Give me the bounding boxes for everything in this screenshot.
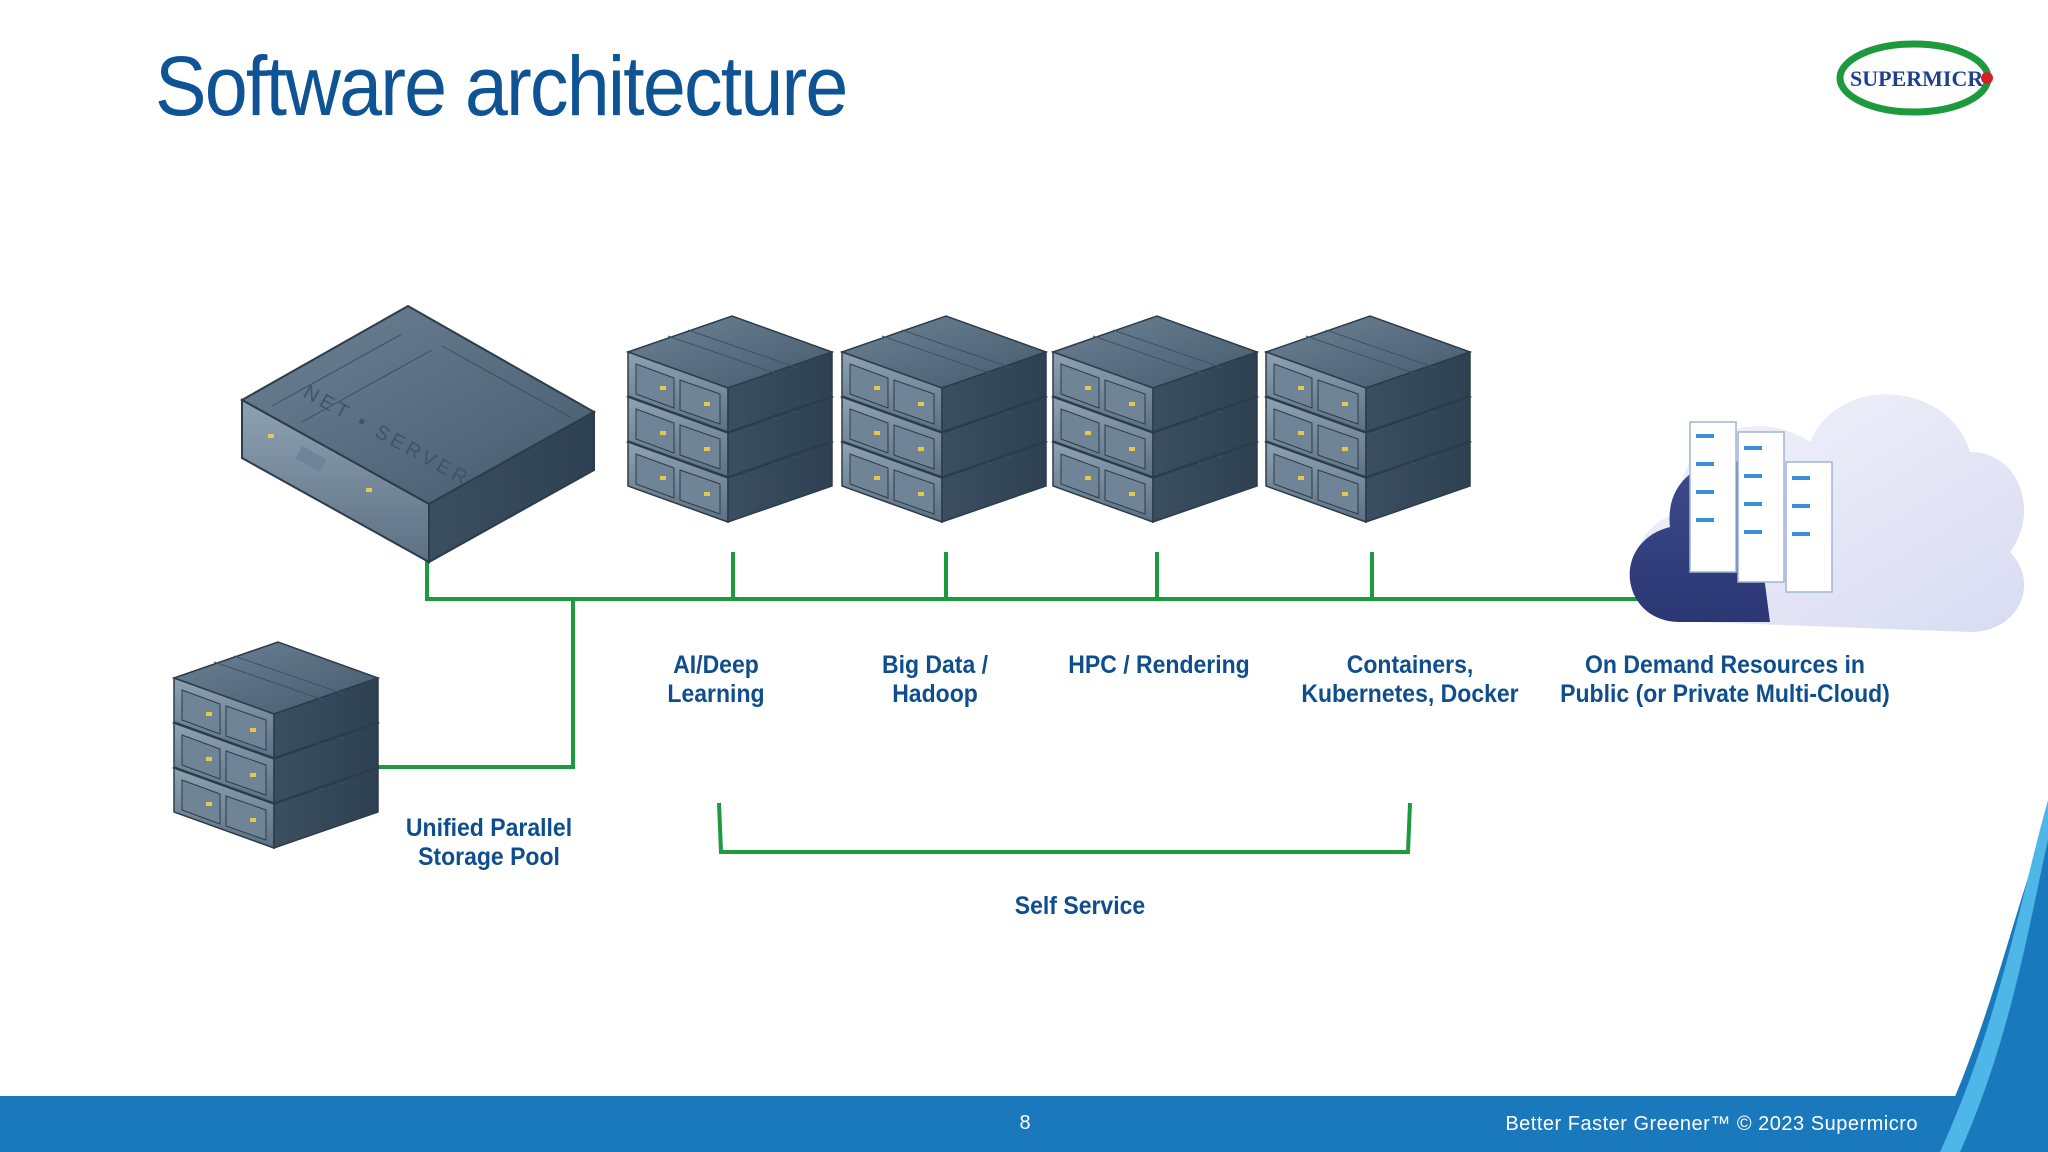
logo-text: SUPERMICR — [1850, 66, 1984, 91]
bus-line — [425, 560, 1760, 601]
page-number: 8 — [1019, 1112, 1031, 1134]
footer-tagline: Better Faster Greener™ © 2023 Supermicro — [1505, 1113, 1918, 1135]
swoosh-decoration — [1930, 800, 2048, 1152]
network-connectors — [372, 552, 1760, 854]
storage-server-stack — [174, 642, 378, 848]
ai-server-stack — [628, 316, 832, 522]
head-server: NET • SERVER — [239, 304, 597, 564]
label-ai-deep-learning: AI/Deep Learning — [667, 651, 765, 708]
slide-title: Software architecture — [155, 39, 848, 133]
label-self-service: Self Service — [1014, 892, 1146, 920]
bigdata-server-stack — [842, 316, 1046, 522]
label-hpc-rendering: HPC / Rendering — [1068, 651, 1250, 679]
hpc-server-stack — [1053, 316, 1257, 522]
storage-link — [372, 599, 575, 769]
label-containers: Containers, Kubernetes, Docker — [1301, 651, 1519, 708]
containers-server-stack — [1266, 316, 1470, 522]
footer-bar — [0, 1096, 2048, 1152]
cloud-icon — [1629, 394, 2025, 632]
label-on-demand-resources: On Demand Resources in Public (or Privat… — [1560, 651, 1890, 708]
self-service-bracket — [717, 802, 1412, 854]
logo-dot — [1981, 72, 1993, 84]
label-big-data-hadoop: Big Data / Hadoop — [881, 651, 989, 708]
label-storage-pool: Unified Parallel Storage Pool — [405, 814, 573, 871]
supermicro-logo: SUPERMICR — [1836, 40, 1993, 116]
